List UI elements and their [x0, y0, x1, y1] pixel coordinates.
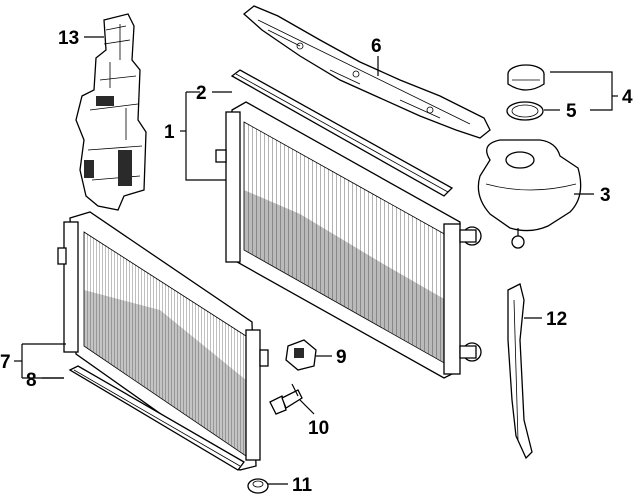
o-ring-part: [506, 101, 544, 121]
grommet-part: [247, 478, 269, 494]
callout-13: 13: [58, 28, 79, 49]
air-deflector-part: [75, 13, 147, 211]
callout-1: 1: [164, 122, 175, 143]
callout-7: 7: [0, 352, 11, 373]
condenser-seal-part: [68, 365, 245, 471]
callout-labels: 13 6 2 1 4 5 3 12 7 8 9 10 11: [0, 28, 633, 496]
reservoir-cap-part: [507, 64, 545, 91]
seal-strip-part: [230, 69, 454, 197]
callout-2: 2: [196, 83, 207, 104]
leader-lines: [14, 36, 618, 485]
callout-12: 12: [546, 309, 567, 330]
condenser-part: [57, 211, 269, 471]
bolt-part: [269, 383, 303, 415]
side-seal-part: [507, 283, 533, 460]
callout-9: 9: [336, 347, 347, 368]
callout-5: 5: [566, 101, 577, 122]
callout-6: 6: [371, 36, 382, 57]
bracket-part: [285, 339, 317, 371]
callout-10: 10: [308, 418, 329, 439]
coolant-reservoir-part: [477, 139, 582, 249]
callout-11: 11: [292, 475, 313, 496]
upper-support-part: [242, 5, 491, 139]
radiator-part: [215, 101, 482, 379]
callout-3: 3: [600, 185, 611, 206]
callout-8: 8: [26, 370, 37, 391]
callout-4: 4: [622, 87, 633, 108]
